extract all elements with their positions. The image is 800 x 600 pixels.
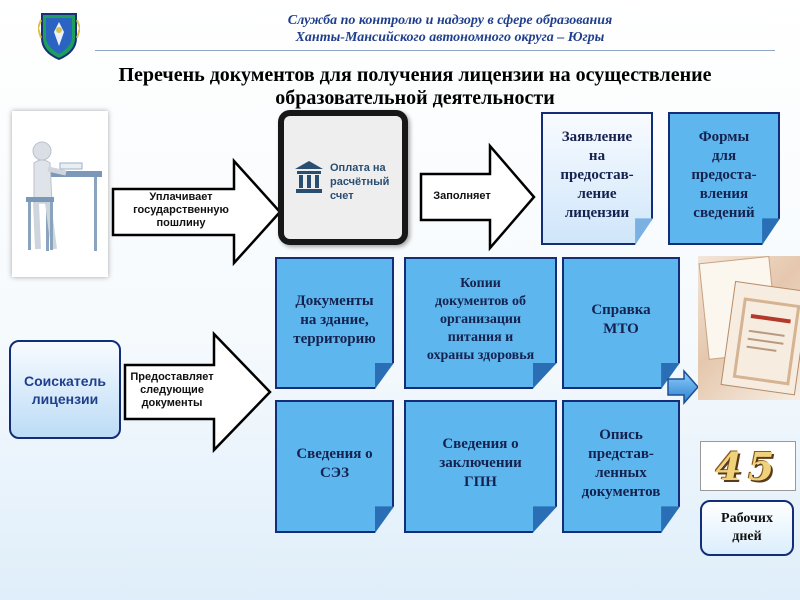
organization-name: Служба по контролю и надзору в сфере обр… — [170, 12, 730, 46]
folded-corner — [532, 362, 557, 389]
application-line-2: на — [588, 148, 606, 164]
application-document-face: Заявление на предостав- ление лицензии — [541, 112, 653, 245]
sez-info-card: Сведения о СЭЗ — [275, 400, 394, 533]
application-line-4: ление — [577, 186, 617, 202]
mto-certificate-face: Справка МТО — [562, 257, 680, 389]
gpn-conclusion-card: Сведения о заключении ГПН — [404, 400, 557, 533]
page-title: Перечень документов для получения лиценз… — [50, 64, 780, 110]
folded-corner — [661, 506, 680, 533]
sez-line-2: СЭЗ — [319, 464, 350, 481]
copies-line-2: документов об — [435, 294, 526, 309]
catering-health-documents-card: Копии документов об организации питания … — [404, 257, 557, 389]
forms-line-2: для — [711, 148, 737, 164]
person-at-desk-illustration — [12, 111, 108, 277]
information-forms-card: Формы для предоста- вления сведений — [668, 112, 780, 245]
fills-label: Заполняет — [433, 190, 491, 202]
building-documents-card: Документы на здание, территорию — [275, 257, 394, 389]
folded-corner — [635, 218, 653, 245]
person-at-desk-icon — [26, 141, 102, 251]
pays-fee-arrow — [111, 157, 282, 267]
forms-line-4: вления — [699, 186, 749, 202]
inventory-line-3: ленных — [595, 464, 647, 481]
page-title-line-1: Перечень документов для получения лиценз… — [118, 64, 712, 86]
provides-documents-arrow — [123, 330, 272, 454]
application-line-5: лицензии — [564, 205, 630, 221]
header-divider — [95, 50, 775, 51]
payment-card-line-1: Оплата на — [330, 162, 386, 174]
gpn-line-1: Сведения о — [442, 436, 519, 452]
folded-corner — [374, 362, 394, 389]
folded-corner — [532, 506, 557, 533]
copies-line-3: организации — [439, 312, 522, 327]
inventory-line-4: документов — [581, 483, 661, 500]
folded-corner — [374, 506, 394, 533]
payment-card-inner: Оплата на расчётный счет — [284, 116, 402, 239]
deadline-number-box: 45 — [700, 441, 796, 491]
copies-line-1: Копии — [460, 276, 501, 291]
page-title-line-2: образовательной деятельности — [275, 87, 555, 109]
document-inventory-card: Опись представ- ленных документов — [562, 400, 680, 533]
organization-line-1: Служба по контролю и надзору в сфере обр… — [287, 13, 613, 28]
license-document-image — [698, 256, 800, 400]
payment-card: Оплата на расчётный счет — [278, 110, 408, 245]
information-forms-face: Формы для предоста- вления сведений — [668, 112, 780, 245]
bank-building-icon — [295, 161, 323, 193]
license-certificate-icon — [698, 256, 800, 396]
gpn-line-2: заключении — [439, 455, 522, 471]
application-line-1: Заявление — [561, 129, 633, 145]
copies-line-5: охраны здоровья — [426, 348, 535, 363]
provides-label-line-1: Предоставляет — [130, 371, 214, 383]
deadline-label-line-1: Рабочих — [721, 511, 773, 526]
gpn-line-3: ГПН — [464, 474, 497, 490]
pays-fee-label-line-1: Уплачивает — [149, 191, 213, 203]
applicant-line-2: лицензии — [31, 390, 99, 407]
catering-health-documents-face: Копии документов об организации питания … — [404, 257, 557, 389]
forms-line-5: сведений — [693, 205, 755, 221]
payment-card-line-2: расчётный счет — [330, 176, 390, 202]
building-documents-face: Документы на здание, территорию — [275, 257, 394, 389]
application-line-3: предостав- — [560, 167, 634, 183]
sez-info-face: Сведения о СЭЗ — [275, 400, 394, 533]
provides-documents-label: Предоставляет следующие документы — [130, 371, 214, 410]
inventory-line-2: представ- — [588, 445, 654, 462]
building-line-2: на здание, — [300, 311, 369, 328]
organization-line-2: Ханты-Мансийского автономного округа – Ю… — [295, 30, 605, 45]
building-line-3: территорию — [293, 330, 376, 347]
pays-fee-label-line-2: государственную — [133, 204, 229, 216]
to-license-arrow — [667, 369, 699, 405]
deadline-label-line-2: дней — [732, 529, 762, 544]
coat-of-arms-icon — [38, 13, 80, 60]
building-line-1: Документы — [295, 292, 374, 309]
deadline-label-box: Рабочих дней — [700, 500, 794, 556]
forms-line-1: Формы — [698, 129, 750, 145]
pays-fee-label: Уплачивает государственную пошлину — [122, 191, 240, 230]
provides-label-line-2: следующие — [140, 384, 204, 396]
document-inventory-face: Опись представ- ленных документов — [562, 400, 680, 533]
sez-line-1: Сведения о — [296, 445, 373, 462]
copies-line-4: питания и — [447, 330, 514, 345]
applicant-box: Соискатель лицензии — [9, 340, 121, 439]
application-document-card: Заявление на предостав- ление лицензии — [541, 112, 653, 245]
mto-certificate-card: Справка МТО — [562, 257, 680, 389]
provides-label-line-3: документы — [141, 397, 203, 409]
payment-card-text: Оплата на расчётный счет — [330, 161, 402, 203]
deadline-number: 45 — [715, 443, 781, 489]
pays-fee-label-line-3: пошлину — [156, 217, 206, 229]
mto-line-1: Справка — [591, 302, 651, 318]
folded-corner — [762, 218, 780, 245]
mto-line-2: МТО — [603, 321, 639, 337]
gpn-conclusion-face: Сведения о заключении ГПН — [404, 400, 557, 533]
forms-line-3: предоста- — [691, 167, 757, 183]
applicant-line-1: Соискатель — [24, 372, 106, 389]
fills-arrow — [419, 142, 536, 252]
inventory-line-1: Опись — [599, 426, 643, 443]
